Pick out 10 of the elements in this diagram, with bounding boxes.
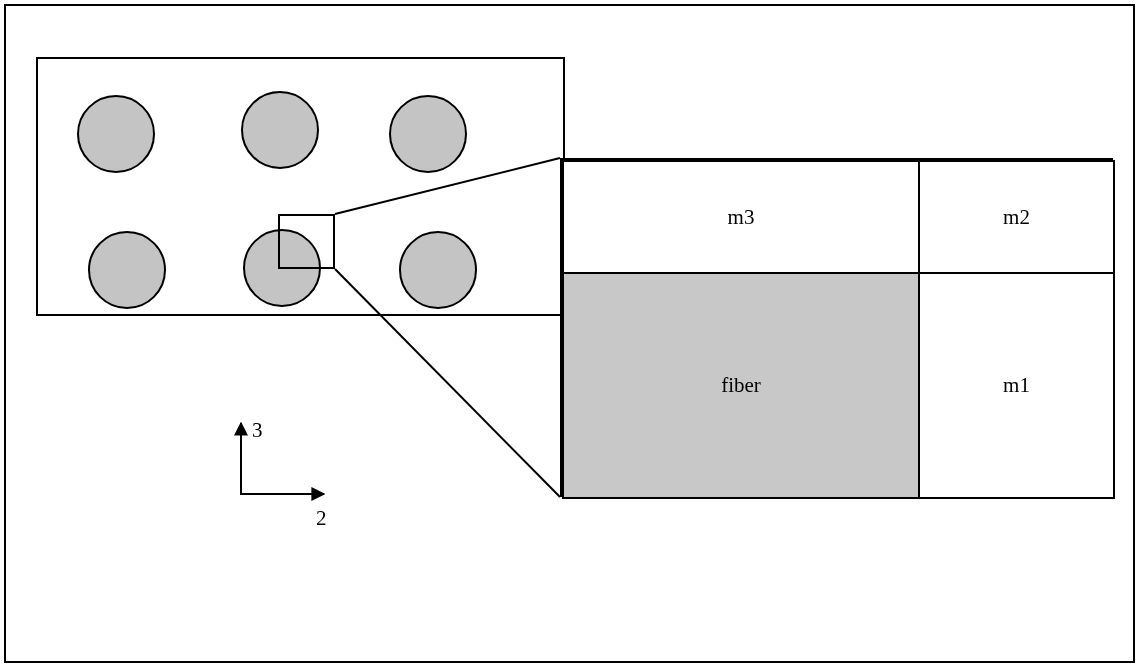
axis-label: 3 — [252, 420, 263, 441]
matrix-region: m3 — [562, 160, 920, 274]
enlarged-unit-cell — [560, 158, 1113, 497]
axis-label: 2 — [316, 508, 327, 529]
zoom-square — [278, 214, 335, 269]
fiber-region: fiber — [562, 272, 920, 499]
zoom-line — [334, 157, 561, 215]
matrix-region: m1 — [918, 272, 1115, 499]
zoom-line — [334, 268, 561, 498]
matrix-region: m2 — [918, 160, 1115, 274]
